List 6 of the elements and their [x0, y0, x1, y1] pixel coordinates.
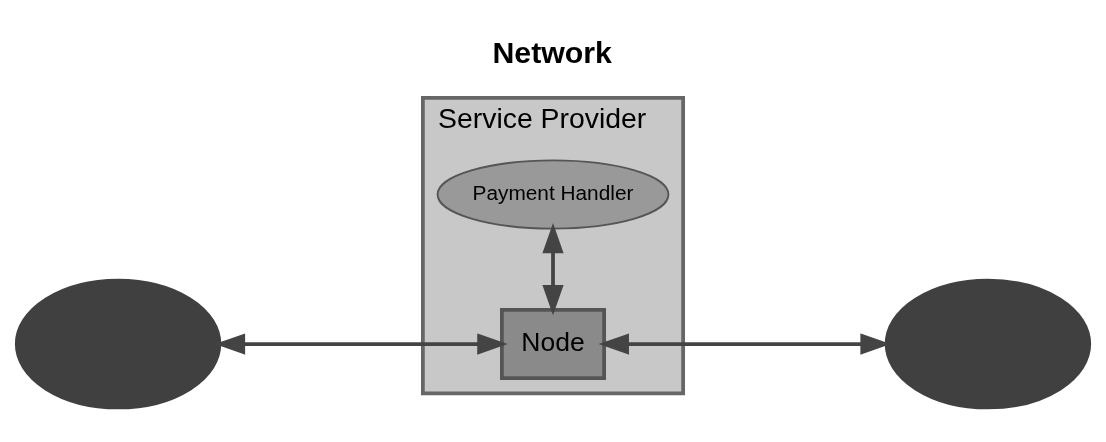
node-ellipse: Payment Handler — [436, 159, 670, 230]
node-box: Node — [500, 308, 607, 381]
node-ellipse — [14, 278, 222, 410]
arrow — [542, 222, 564, 316]
diagram-title: Network — [492, 36, 612, 70]
node-ellipse — [884, 278, 1092, 410]
